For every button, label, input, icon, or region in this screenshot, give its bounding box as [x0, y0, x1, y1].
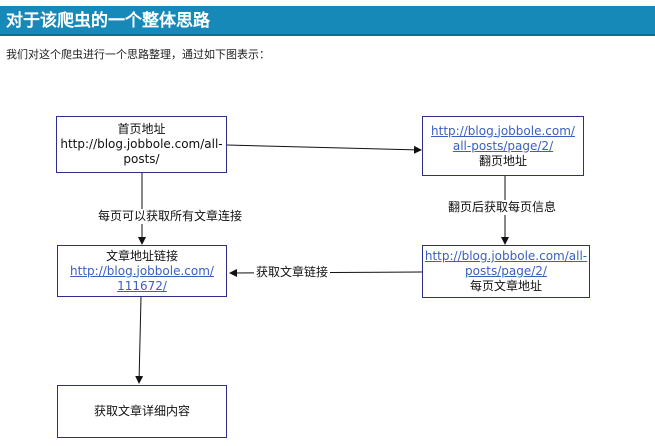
- edge-label-next-to-page: 翻页后获取每页信息: [446, 200, 559, 215]
- article-link-url-line1[interactable]: http://blog.jobbole.com/: [70, 263, 214, 278]
- arrow-home-to-next: [226, 144, 422, 154]
- next-page-caption: 翻页地址: [478, 153, 527, 168]
- intro-text: 我们对这个爬虫进行一个思路整理，通过如下图表示：: [6, 48, 270, 61]
- node-home-url-line1: http://blog.jobbole.com/all-: [60, 137, 223, 151]
- section-heading-bar: 对于该爬虫的一个整体思路: [0, 6, 655, 36]
- edge-label-page-to-article: 获取文章链接: [254, 265, 331, 280]
- next-page-link-line2[interactable]: all-posts/page/2/: [452, 138, 554, 153]
- node-page-article-address: http://blog.jobbole.com/all- posts/page/…: [422, 245, 590, 298]
- node-next-page-address: http://blog.jobbole.com/ all-posts/page/…: [422, 116, 584, 176]
- page-article-caption: 每页文章地址: [469, 279, 542, 293]
- article-detail-text: 获取文章详细内容: [93, 404, 190, 418]
- page-article-link-line1[interactable]: http://blog.jobbole.com/all-: [424, 249, 588, 263]
- node-home-address: 首页地址 http://blog.jobbole.com/all- posts/: [56, 116, 227, 173]
- node-article-link: 文章地址链接 http://blog.jobbole.com/ 111672/: [57, 245, 227, 297]
- article-link-url-line2[interactable]: 111672/: [117, 278, 167, 293]
- page-article-link-line2[interactable]: posts/page/2/: [465, 264, 547, 278]
- section-title: 对于该爬虫的一个整体思路: [6, 11, 210, 31]
- node-article-detail: 获取文章详细内容: [57, 385, 227, 438]
- node-home-url-line2: posts/: [123, 152, 160, 166]
- next-page-link-line1[interactable]: http://blog.jobbole.com/: [431, 123, 575, 138]
- node-home-title: 首页地址: [117, 122, 166, 136]
- arrow-article-to-detail: [135, 296, 144, 384]
- edge-label-home-to-article: 每页可以获取所有文章连接: [96, 209, 245, 224]
- article-link-title: 文章地址链接: [105, 248, 178, 263]
